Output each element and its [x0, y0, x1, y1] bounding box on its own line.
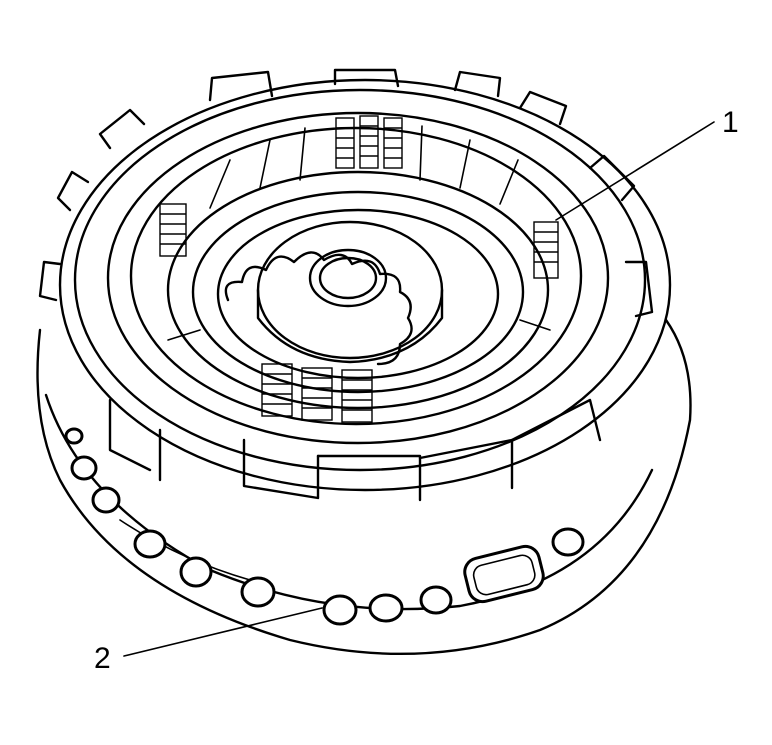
spring-right — [533, 221, 559, 279]
flange-holes — [64, 427, 585, 626]
center-hub — [224, 220, 444, 366]
callout-2: 2 — [94, 642, 111, 675]
outer-drum — [38, 68, 672, 502]
return-springs — [159, 115, 559, 423]
leader-line-2 — [123, 607, 323, 657]
callout-1: 1 — [722, 106, 739, 139]
spring-bottom — [261, 363, 373, 423]
leader-line-1 — [555, 121, 715, 221]
spring-left — [159, 203, 187, 257]
inner-clutch-pack — [166, 125, 551, 410]
spring-top — [335, 115, 403, 169]
